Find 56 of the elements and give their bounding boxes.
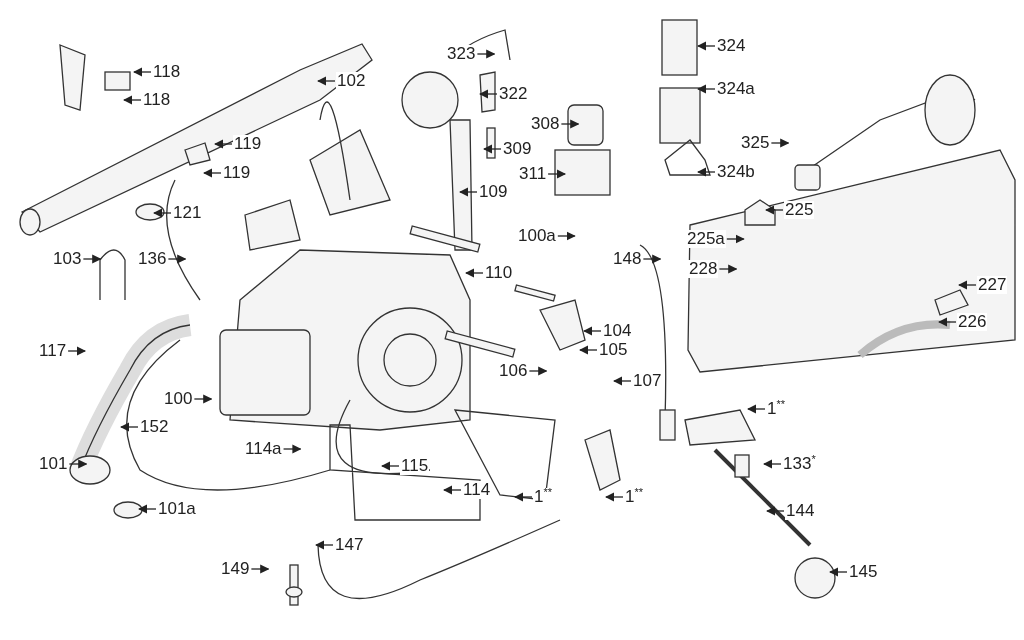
leader-arrow [315, 540, 334, 550]
callout-number: 227 [977, 276, 1008, 294]
leader-arrow [583, 326, 602, 336]
leader-arrow [193, 394, 213, 404]
leader-arrow [123, 95, 142, 105]
leader-arrow [726, 234, 745, 244]
leader-arrow [133, 67, 152, 77]
leader-arrow [528, 366, 548, 376]
leader-arrow [483, 144, 502, 154]
leader-arrow [770, 138, 790, 148]
leader-arrow [642, 254, 662, 264]
leader-arrow [938, 317, 957, 327]
leader-arrow [82, 254, 102, 264]
leader-arrow [958, 280, 977, 290]
leader-arrow [479, 89, 498, 99]
leader-arrow [579, 345, 598, 355]
leader-arrow [697, 167, 716, 177]
callout-number: 225 [784, 201, 815, 219]
leader-arrow [718, 264, 738, 274]
callout-number: 115 [400, 457, 430, 475]
leader-arrow [214, 139, 233, 149]
leader-arrow [547, 169, 566, 179]
leader-arrow [167, 254, 187, 264]
leader-arrow [765, 205, 784, 215]
leader-arrow [153, 208, 172, 218]
leader-arrow [120, 422, 139, 432]
callout-number: 144 [785, 502, 816, 520]
leader-arrow [465, 268, 484, 278]
leader-arrow [443, 485, 462, 495]
leader-arrow [476, 49, 496, 59]
leader-arrow [766, 506, 785, 516]
leader-arrow [459, 187, 478, 197]
callout-number: 226 [957, 313, 988, 331]
callout-number: 228 [688, 260, 719, 278]
leader-arrow [557, 231, 576, 241]
callout-number: 102 [336, 72, 367, 90]
leader-arrow [250, 564, 270, 574]
leader-arrow [68, 459, 88, 469]
leader-arrow [763, 459, 782, 469]
leader-arrow [747, 404, 766, 414]
leader-arrow [613, 376, 632, 386]
leader-arrow [605, 492, 624, 502]
leader-arrow [560, 119, 580, 129]
callout-number: 114 [462, 481, 492, 499]
callout-number: 225a [686, 230, 726, 248]
leader-arrow [317, 76, 336, 86]
leader-arrow [829, 567, 848, 577]
callout-number: 323 [446, 45, 477, 63]
leader-arrow [282, 444, 302, 454]
leader-arrow [67, 346, 86, 356]
leader-arrow [203, 168, 222, 178]
leader-arrow [138, 504, 157, 514]
leader-arrow [514, 492, 533, 502]
leader-arrow [697, 84, 716, 94]
leader-arrow [697, 41, 716, 51]
leader-arrow [381, 461, 400, 471]
